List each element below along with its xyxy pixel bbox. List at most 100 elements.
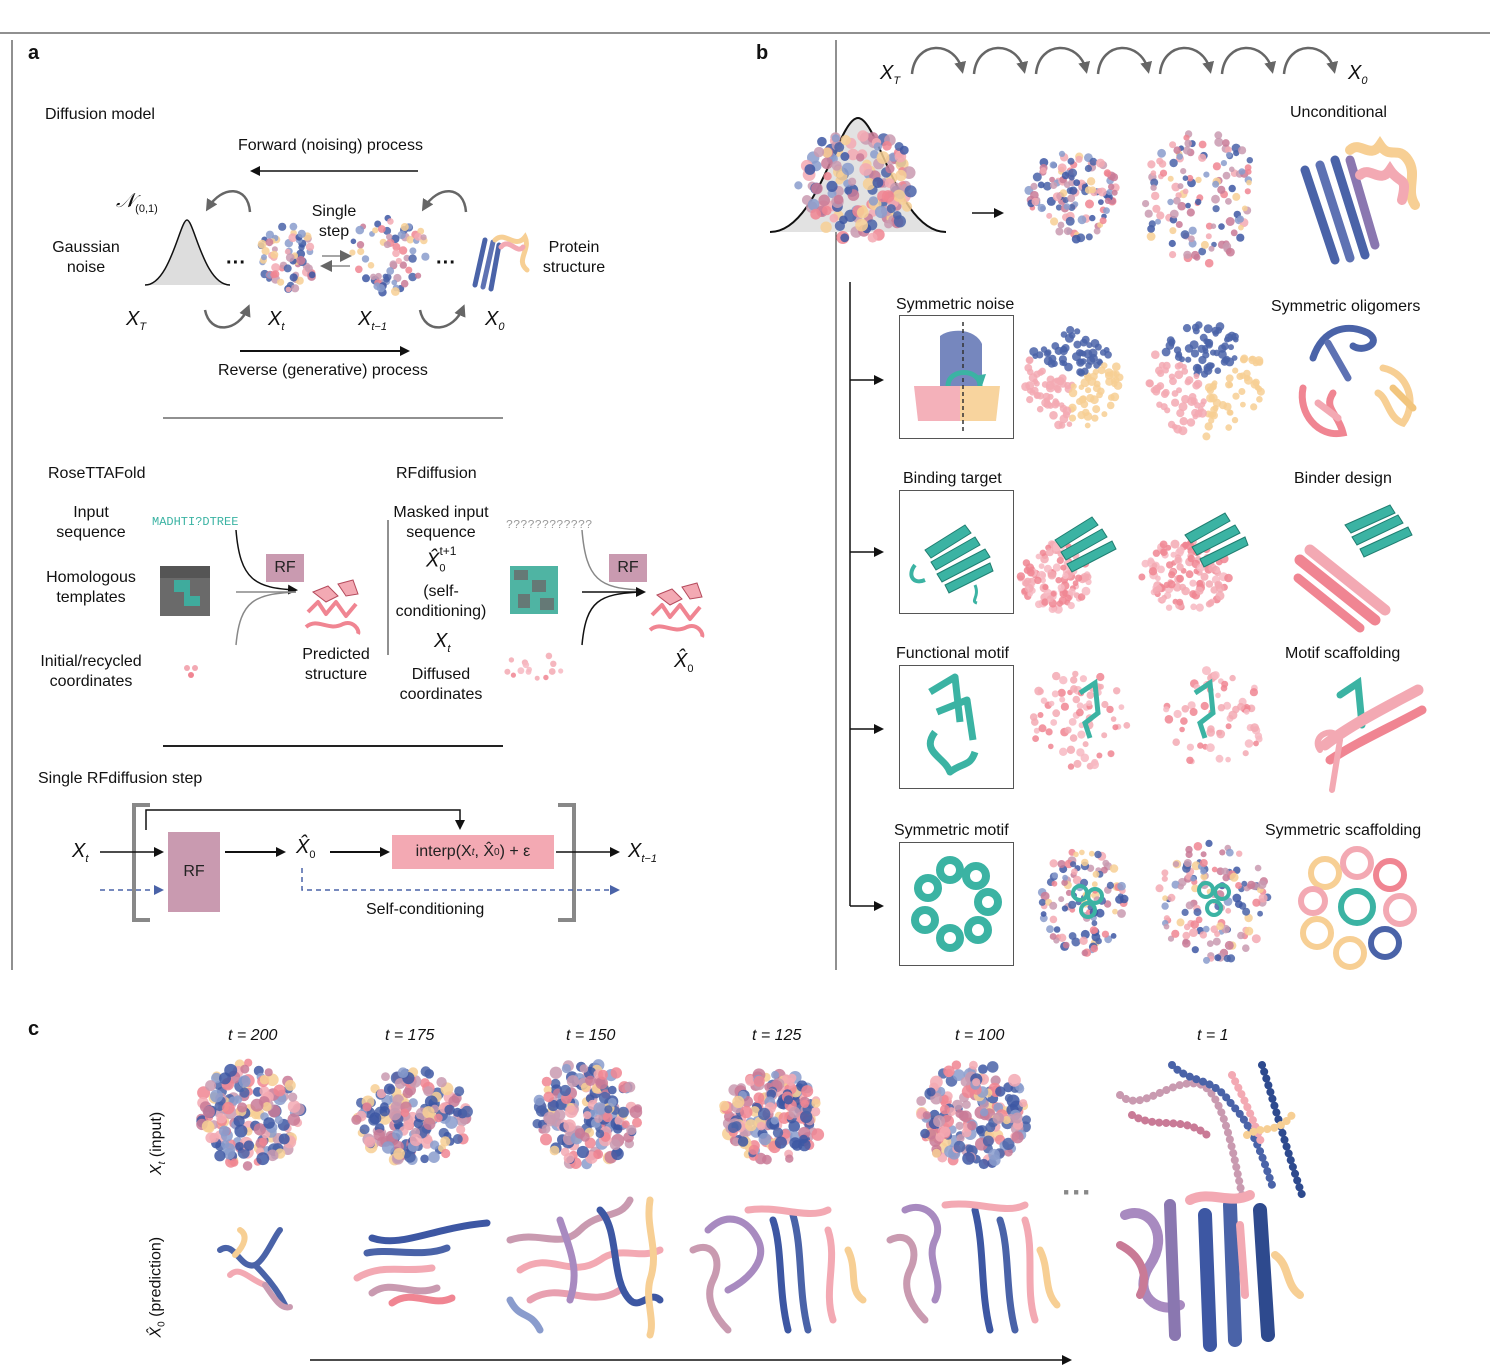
symmetric-oligomers-label: Symmetric oligomers bbox=[1271, 298, 1421, 315]
particle bbox=[386, 233, 393, 240]
particle bbox=[278, 1133, 290, 1145]
particle bbox=[1029, 347, 1039, 357]
particle bbox=[1191, 323, 1200, 332]
particle bbox=[210, 1089, 223, 1103]
particle bbox=[1008, 1073, 1021, 1087]
particle bbox=[1181, 367, 1189, 375]
particle bbox=[1049, 411, 1058, 420]
particle bbox=[930, 1075, 943, 1089]
particle bbox=[285, 286, 292, 293]
prediction-125 bbox=[689, 1205, 867, 1334]
particle bbox=[563, 1119, 576, 1132]
particle bbox=[404, 1151, 416, 1163]
particle bbox=[1172, 738, 1180, 746]
particle bbox=[1046, 595, 1054, 603]
particle bbox=[1179, 726, 1185, 733]
particle bbox=[1043, 350, 1051, 357]
prediction-100 bbox=[886, 1200, 1061, 1334]
particle bbox=[1070, 685, 1078, 693]
particle bbox=[1217, 704, 1226, 712]
particle bbox=[1204, 422, 1213, 431]
particle bbox=[1063, 181, 1071, 188]
xt-rfdiffusion-symbol: Xt bbox=[434, 630, 451, 655]
particle bbox=[1202, 925, 1210, 933]
particle bbox=[1043, 181, 1052, 191]
particle bbox=[1057, 584, 1065, 592]
particle bbox=[1066, 421, 1073, 427]
particle bbox=[1164, 407, 1171, 414]
particle bbox=[1228, 710, 1238, 720]
particle bbox=[355, 225, 365, 235]
particle bbox=[1236, 850, 1243, 857]
particle bbox=[1110, 377, 1117, 384]
symmetric-oligomer-protein bbox=[1298, 324, 1417, 438]
particle bbox=[1064, 726, 1072, 734]
particle bbox=[817, 136, 827, 147]
particle bbox=[1025, 356, 1034, 365]
particle bbox=[1193, 908, 1202, 917]
particle bbox=[1086, 700, 1093, 707]
particle bbox=[216, 1113, 227, 1124]
particle bbox=[265, 230, 274, 239]
particle bbox=[541, 1076, 552, 1087]
particle bbox=[1203, 363, 1212, 372]
particle bbox=[1089, 157, 1098, 166]
particle bbox=[1068, 388, 1078, 398]
particle bbox=[1065, 594, 1072, 602]
particle bbox=[1232, 367, 1239, 374]
particle bbox=[789, 1137, 801, 1149]
particle bbox=[1141, 559, 1150, 568]
x0hat-self-cond-symbol: X̂0t+1 bbox=[426, 544, 457, 575]
particle bbox=[1182, 146, 1192, 155]
particle bbox=[1089, 214, 1096, 222]
particle bbox=[218, 1125, 230, 1137]
particle bbox=[1103, 207, 1110, 214]
particle bbox=[859, 163, 873, 176]
symmetric-scaffolding-protein bbox=[1298, 846, 1417, 970]
particle bbox=[1049, 933, 1057, 940]
unconditional-noise-1 bbox=[1024, 150, 1120, 244]
particle bbox=[1032, 378, 1039, 385]
particle bbox=[296, 249, 306, 259]
particle bbox=[1229, 674, 1236, 682]
particle bbox=[409, 247, 417, 255]
particle bbox=[1058, 933, 1067, 942]
particle bbox=[841, 162, 855, 176]
symmetric-motif-step-2 bbox=[1155, 839, 1272, 964]
particle bbox=[1118, 704, 1125, 710]
particle bbox=[821, 157, 833, 170]
protein-structure-x0 bbox=[472, 232, 530, 292]
particle bbox=[1049, 176, 1055, 183]
particle bbox=[1002, 1116, 1011, 1125]
particle bbox=[1058, 150, 1066, 157]
particle bbox=[576, 1145, 589, 1159]
particle bbox=[1061, 879, 1068, 886]
particle bbox=[1062, 572, 1069, 580]
particle bbox=[1214, 137, 1224, 147]
particle bbox=[1172, 861, 1180, 868]
particle bbox=[434, 1113, 443, 1123]
particle bbox=[399, 261, 407, 269]
particle bbox=[985, 1122, 996, 1133]
particle bbox=[1043, 400, 1052, 409]
particle bbox=[1206, 940, 1214, 947]
particle bbox=[783, 1095, 793, 1105]
particle bbox=[629, 1105, 643, 1119]
particle bbox=[356, 241, 365, 249]
particle bbox=[758, 1132, 772, 1146]
particle bbox=[243, 1140, 255, 1151]
particle bbox=[1231, 416, 1239, 424]
label-x0: X0 bbox=[485, 308, 505, 333]
particle bbox=[1101, 411, 1108, 418]
particle bbox=[1077, 593, 1086, 601]
particle bbox=[389, 260, 397, 268]
binding-target-protein bbox=[909, 524, 994, 605]
particle bbox=[553, 1109, 566, 1121]
prediction-175 bbox=[353, 1219, 491, 1307]
particle bbox=[1200, 572, 1209, 581]
particle bbox=[440, 1136, 451, 1147]
particle bbox=[420, 234, 427, 241]
particle bbox=[1180, 717, 1188, 725]
particle bbox=[270, 250, 279, 259]
particle bbox=[566, 1075, 579, 1088]
